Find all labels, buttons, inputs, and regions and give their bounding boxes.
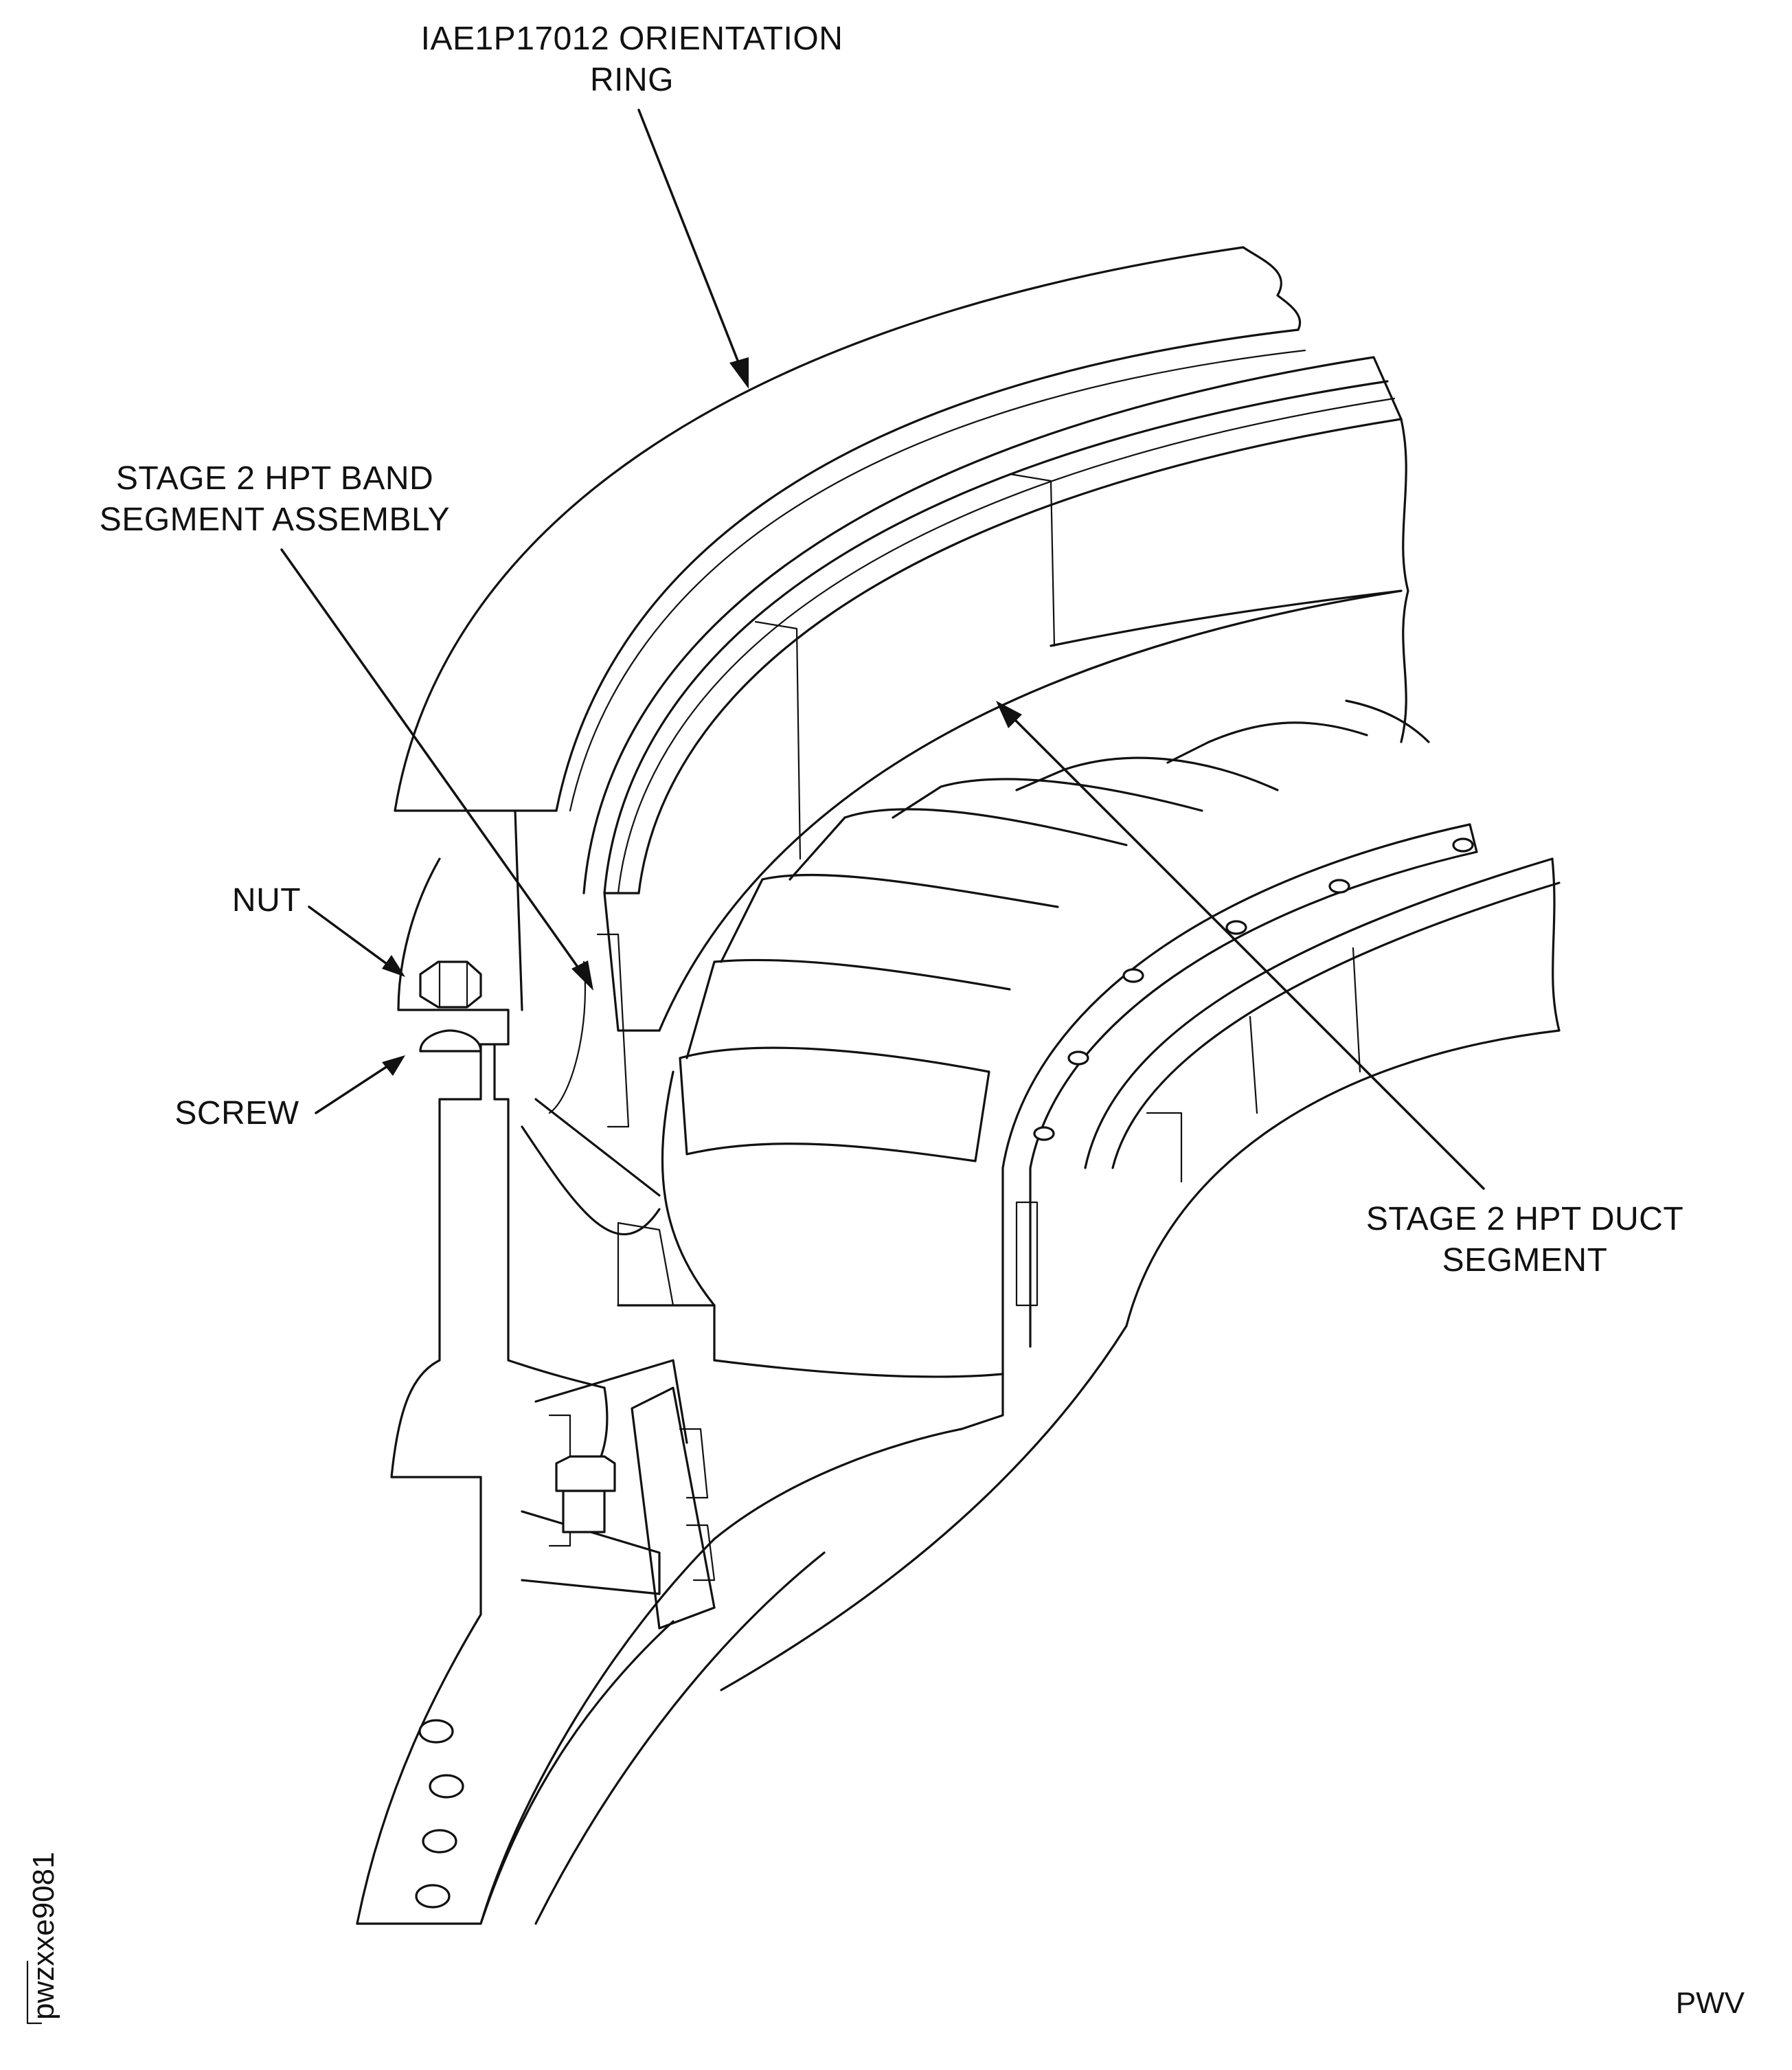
figure-id-label: pwzxxe9081: [27, 1852, 60, 2020]
callout-duct-segment: STAGE 2 HPT DUCT SEGMENT: [1366, 1201, 1683, 1279]
orientation-ring-label-line2: RING: [590, 62, 674, 98]
screw-label: SCREW: [174, 1095, 299, 1132]
orientation-ring-label-line1: IAE1P17012 ORIENTATION: [421, 21, 843, 57]
band-segment-label-line2: SEGMENT ASSEMBLY: [100, 502, 450, 538]
stator-vanes: [679, 699, 1430, 1162]
corner-code-label: PWV: [1676, 1986, 1745, 2020]
leader-screw: [315, 1055, 405, 1114]
duct-segment-label-line2: SEGMENT: [1442, 1242, 1608, 1279]
orientation-ring: [394, 246, 1306, 812]
leader-band-segment: [280, 548, 593, 991]
duct-segment-label-line1: STAGE 2 HPT DUCT: [1366, 1201, 1683, 1237]
nut-and-screw: [419, 960, 616, 1492]
band-segment-assembly: [582, 356, 1409, 895]
figure-id-block: pwzxxe9081: [26, 1852, 60, 2025]
band-segment-label-line1: STAGE 2 HPT BAND: [116, 460, 433, 497]
callout-band-segment: STAGE 2 HPT BAND SEGMENT ASSEMBLY: [100, 460, 450, 538]
inner-duct-arc: [658, 589, 1403, 1032]
leader-orientation-ring: [637, 109, 749, 389]
leader-duct-segment: [996, 701, 1485, 1190]
nut-label: NUT: [232, 882, 301, 919]
leader-nut: [308, 905, 405, 977]
duct-segment: [1001, 823, 1561, 1327]
callout-orientation-ring: IAE1P17012 ORIENTATION RING: [421, 21, 843, 98]
